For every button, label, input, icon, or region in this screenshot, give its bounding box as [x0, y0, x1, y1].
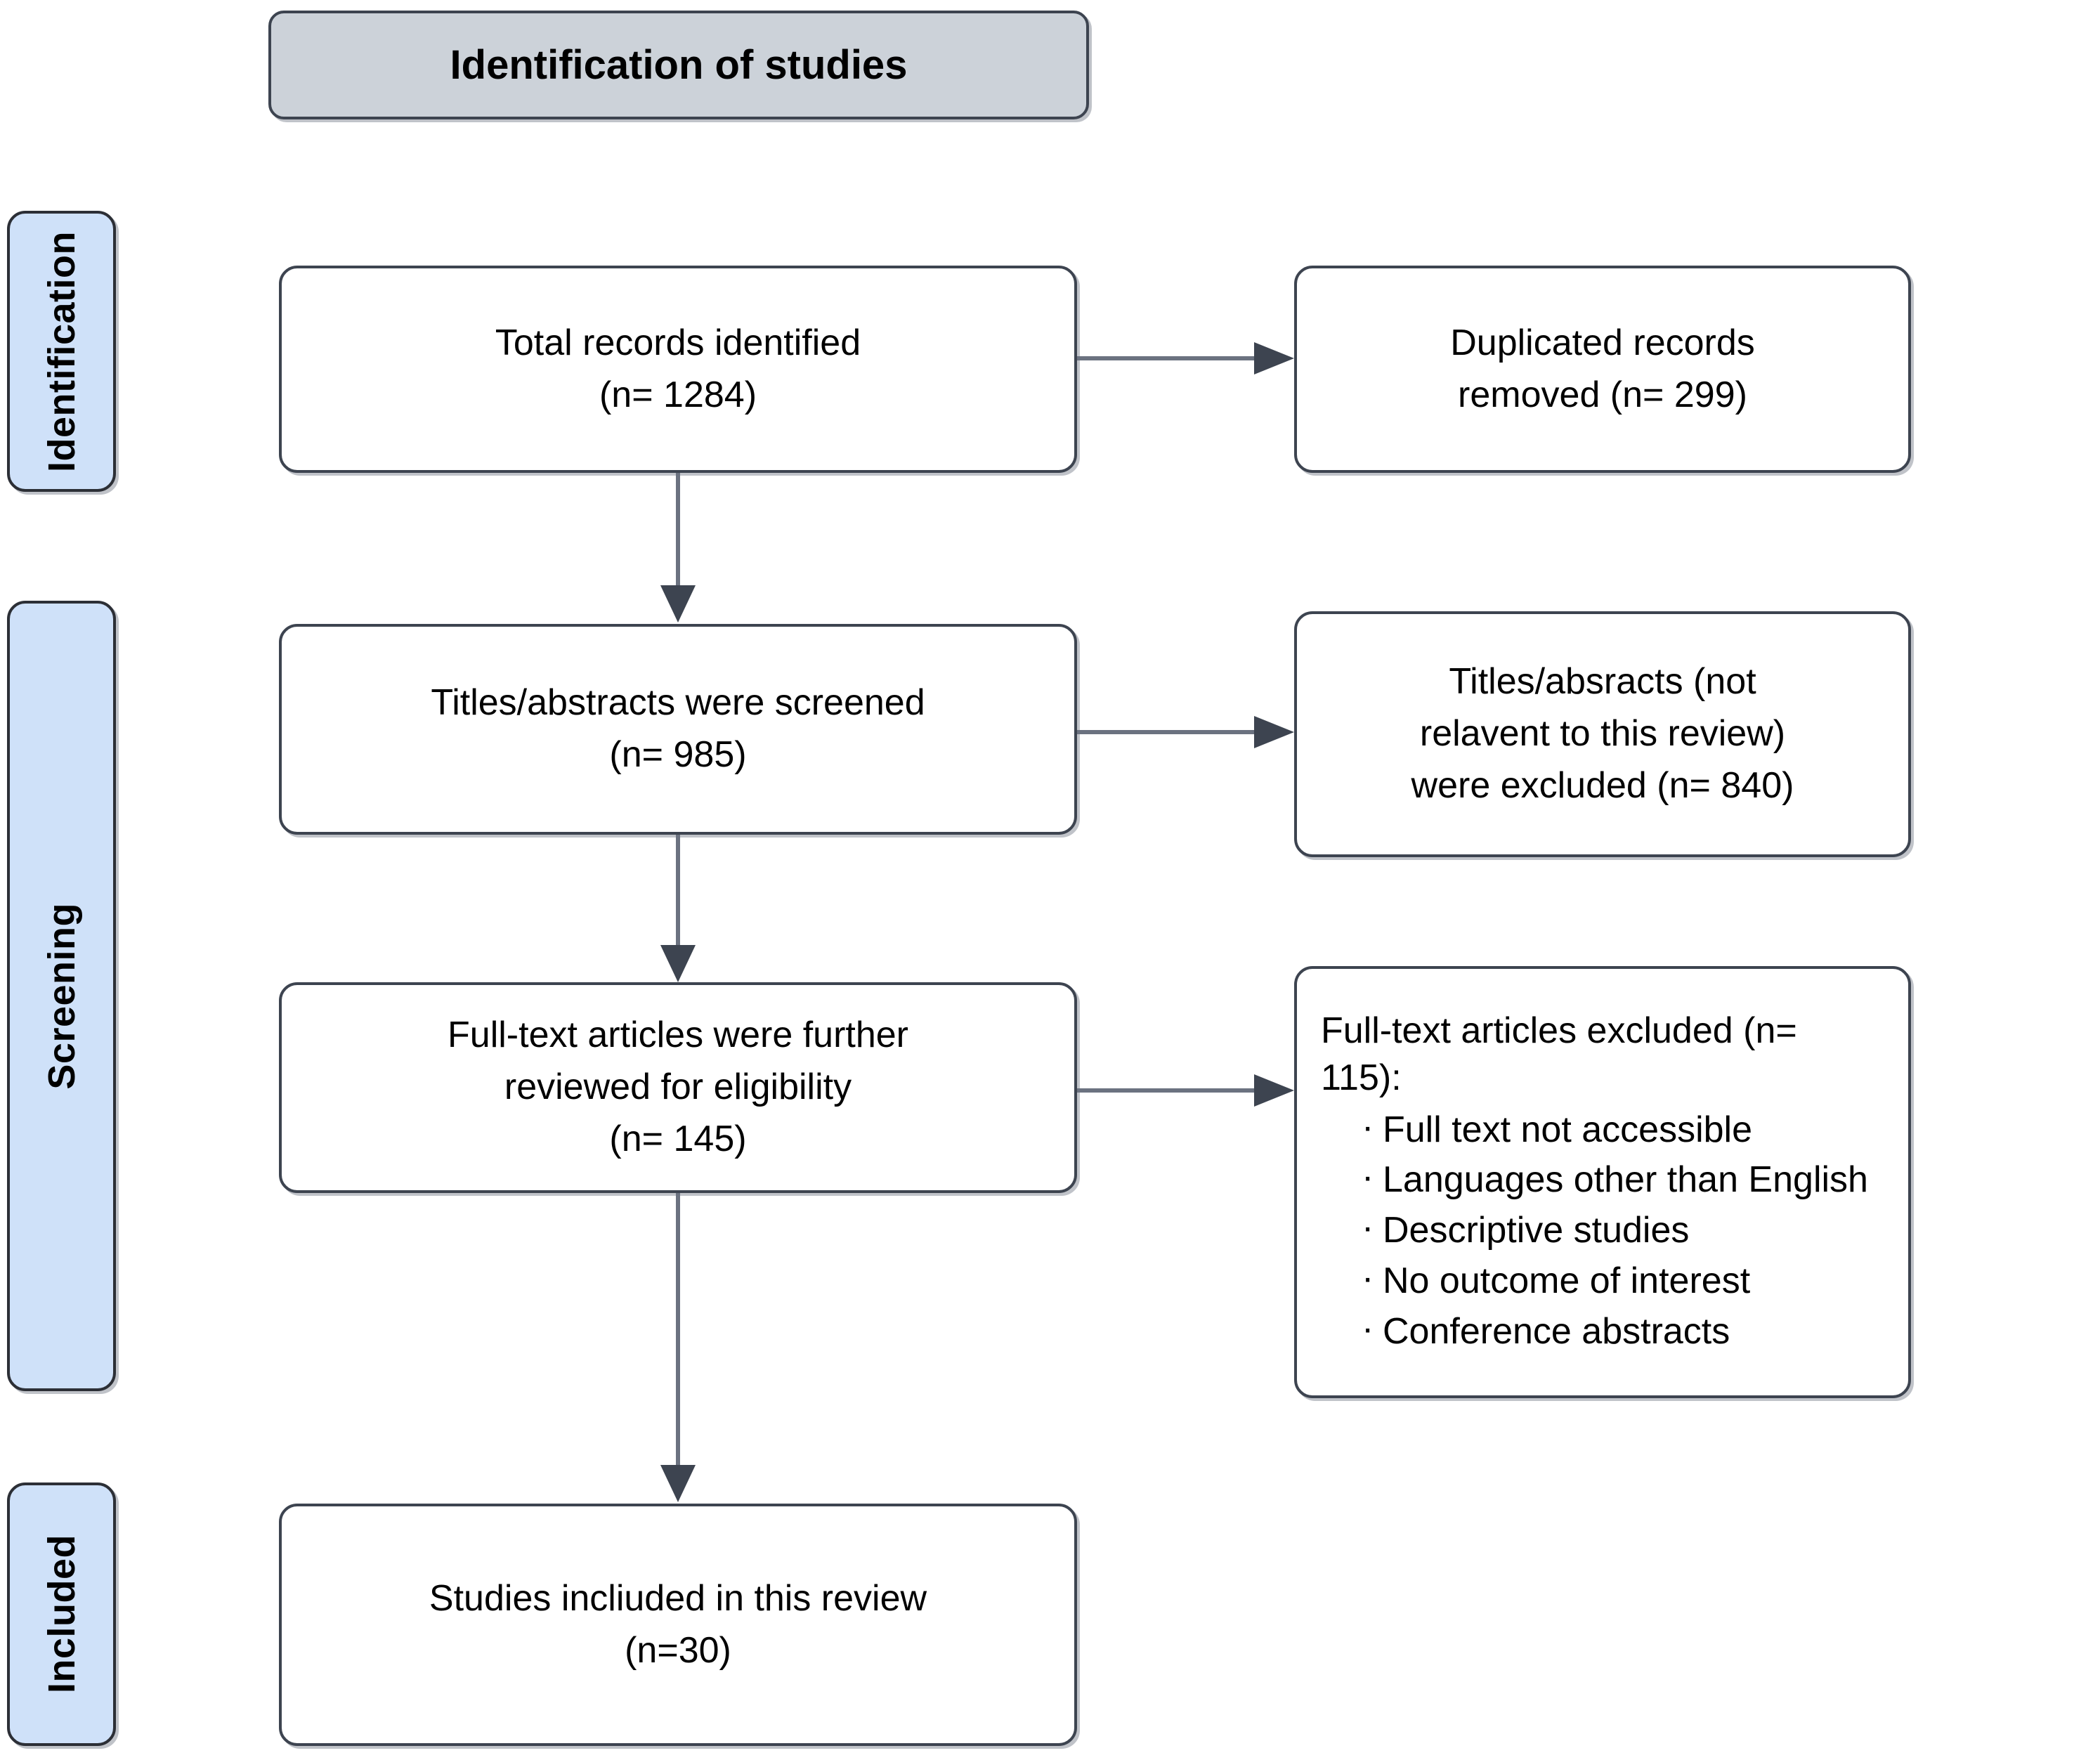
node-fulltext-articles-reviewed-text: Full-text articles were further reviewed…: [448, 1015, 908, 1159]
diagram-title-banner: Identification of studies: [268, 11, 1089, 119]
stage-label-included-text: Included: [40, 1534, 83, 1694]
node-total-records-identified: Total records identified (n= 1284): [279, 266, 1077, 473]
node-titles-abstracts-excluded-text: Titles/absracts (not relavent to this re…: [1411, 661, 1794, 806]
node-studies-included: Studies incliuded in this review (n=30): [279, 1504, 1077, 1746]
connector-identified-to-duplicates: [1077, 342, 1296, 374]
stage-label-screening: Screening: [7, 601, 116, 1391]
list-item: Full text not accessible: [1362, 1102, 1884, 1156]
node-duplicated-records-removed: Duplicated records removed (n= 299): [1294, 266, 1911, 473]
node-total-records-identified-text: Total records identified (n= 1284): [495, 322, 861, 415]
node-duplicated-records-removed-text: Duplicated records removed (n= 299): [1450, 322, 1755, 415]
stage-label-screening-text: Screening: [40, 902, 83, 1090]
connector-screened-to-excluded: [1077, 716, 1296, 748]
node-fulltext-articles-excluded: Full-text articles excluded (n= 115): Fu…: [1294, 966, 1911, 1398]
connector-identified-to-screened: [660, 473, 696, 624]
list-item: Languages other than English: [1362, 1152, 1884, 1206]
node-titles-abstracts-excluded: Titles/absracts (not relavent to this re…: [1294, 611, 1911, 857]
node-titles-abstracts-screened: Titles/abstracts were screened (n= 985): [279, 624, 1077, 835]
connector-screened-to-fulltext: [660, 835, 696, 984]
fulltext-exclusion-reasons-list: Full text not accessible Languages other…: [1321, 1102, 1884, 1357]
list-item: No outcome of interest: [1362, 1253, 1884, 1307]
node-fulltext-excluded-heading: Full-text articles excluded (n= 115):: [1321, 1010, 1797, 1099]
list-item: Descriptive studies: [1362, 1203, 1884, 1256]
stage-label-identification-text: Identification: [40, 230, 83, 472]
node-titles-abstracts-screened-text: Titles/abstracts were screened (n= 985): [431, 682, 925, 775]
stage-label-included: Included: [7, 1482, 116, 1746]
connector-fulltext-to-excluded: [1077, 1074, 1296, 1107]
list-item: Conference abstracts: [1362, 1304, 1884, 1357]
node-studies-included-text: Studies incliuded in this review (n=30): [429, 1577, 927, 1671]
node-fulltext-articles-reviewed: Full-text articles were further reviewed…: [279, 982, 1077, 1193]
stage-label-identification: Identification: [7, 211, 116, 492]
connector-fulltext-to-included: [660, 1193, 696, 1504]
diagram-title-text: Identification of studies: [450, 42, 908, 88]
